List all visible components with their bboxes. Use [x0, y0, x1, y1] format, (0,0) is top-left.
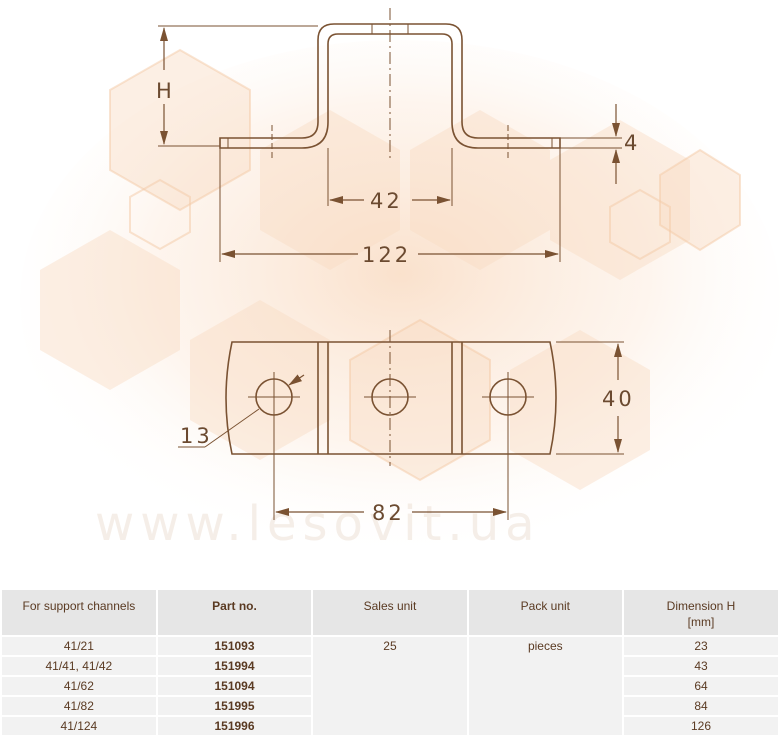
- table-row: 41/62 151094 64: [2, 675, 778, 695]
- header-dimension-h: Dimension H [mm]: [624, 590, 778, 635]
- cell-channels: 41/124: [2, 715, 156, 735]
- header-dimension-h-unit: [mm]: [687, 615, 715, 629]
- cell-part-no: 151994: [157, 655, 312, 675]
- hexagon-background: www.lesovit.ua: [20, 40, 780, 560]
- cell-part-no: 151093: [157, 635, 312, 655]
- cell-pack-unit: pieces: [468, 635, 623, 735]
- table-row: 41/124 151996 126: [2, 715, 778, 735]
- table-row: 41/21 151093 25 pieces 23: [2, 635, 778, 735]
- cell-part-no: 151996: [157, 715, 312, 735]
- watermark-text: www.lesovit.ua: [95, 496, 541, 552]
- cell-channels: 41/21: [2, 635, 156, 655]
- header-sales-unit: Sales unit: [313, 590, 467, 635]
- cell-dimension-h: 64: [624, 675, 778, 695]
- cell-dimension-h: 23: [624, 635, 778, 655]
- top-view: [178, 330, 624, 520]
- cell-channels: 41/82: [2, 695, 156, 715]
- cell-dimension-h: 126: [624, 715, 778, 735]
- header-pack-unit: Pack unit: [468, 590, 623, 635]
- dim-hole-spacing-label: 82: [372, 501, 405, 525]
- side-view: [158, 8, 622, 262]
- dim-inner-width-label: 42: [370, 189, 403, 213]
- cell-channels: 41/41, 41/42: [2, 655, 156, 675]
- header-channels: For support channels: [2, 590, 156, 635]
- cell-part-no: 151094: [157, 675, 312, 695]
- dim-hole-diameter-label: 13: [180, 424, 213, 448]
- dim-width-label: 40: [602, 387, 635, 411]
- dim-overall-length-label: 122: [362, 243, 411, 267]
- cell-dimension-h: 84: [624, 695, 778, 715]
- dim-thickness-label: 4: [624, 131, 640, 155]
- dim-height-label: H: [156, 79, 175, 103]
- header-dimension-h-label: Dimension H: [666, 599, 736, 613]
- technical-drawing: www.lesovit.ua H 4 42 122: [20, 8, 780, 560]
- table-row: 41/82 151995 84: [2, 695, 778, 715]
- cell-sales-unit: 25: [313, 635, 467, 735]
- table-row: 41/41, 41/42 151994 43: [2, 655, 778, 675]
- cell-channels: 41/62: [2, 675, 156, 695]
- cell-dimension-h: 43: [624, 655, 778, 675]
- drawing-svg: www.lesovit.ua H 4 42 122: [20, 8, 780, 560]
- header-part-no: Part no.: [157, 590, 312, 635]
- table-header-row: For support channels Part no. Sales unit…: [2, 590, 778, 635]
- cell-part-no: 151995: [157, 695, 312, 715]
- spec-table: For support channels Part no. Sales unit…: [0, 590, 780, 735]
